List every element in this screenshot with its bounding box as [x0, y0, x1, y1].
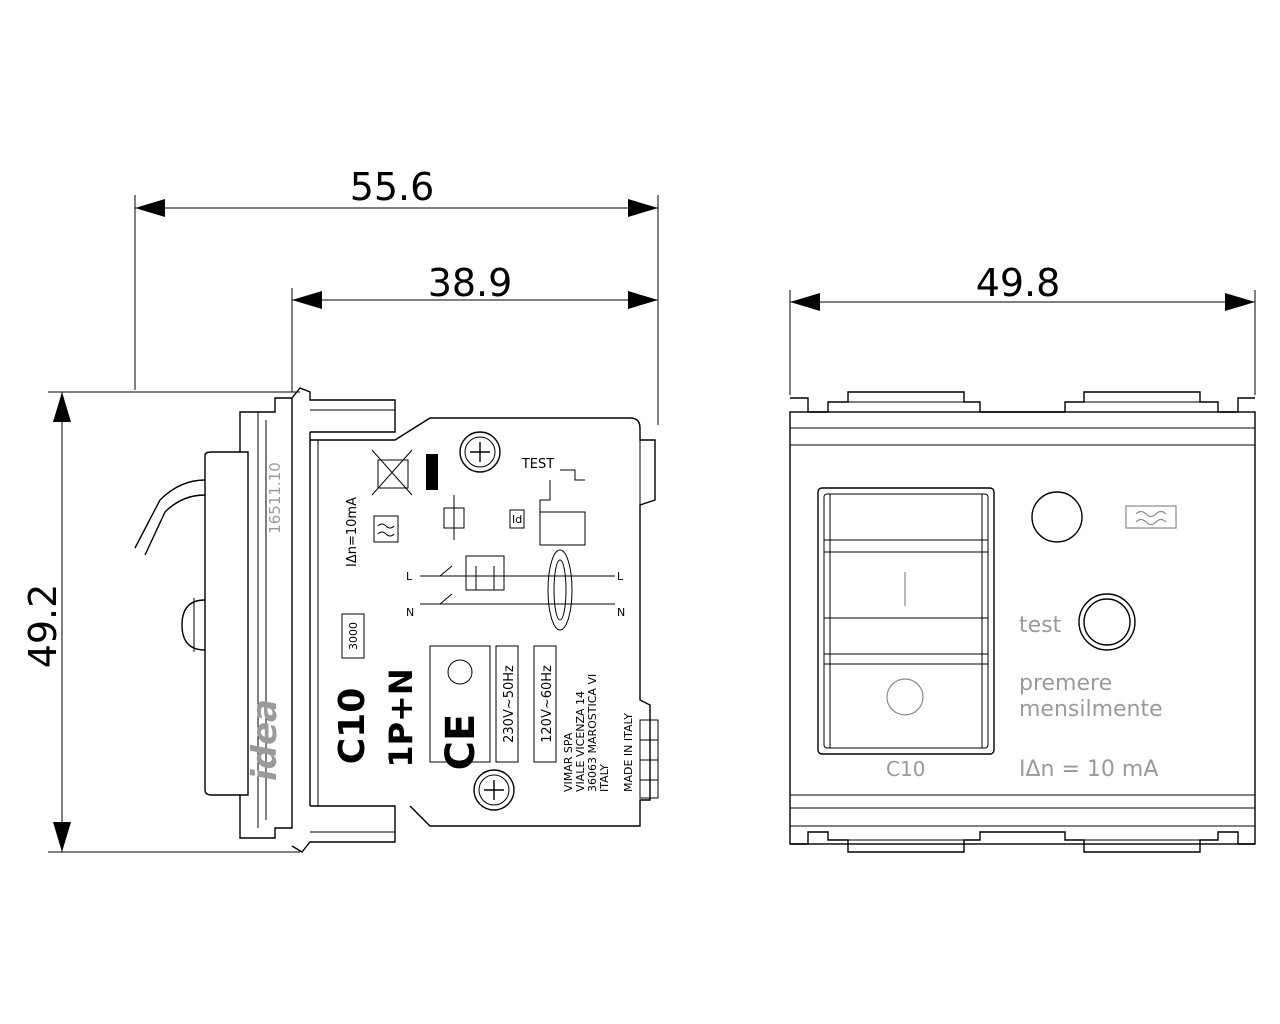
address-line-3: 36063 MAROSTICA VI [586, 674, 599, 792]
id-box-label: Id [512, 513, 522, 526]
wiring-diagram: TEST Id L N L N [406, 457, 625, 631]
side-model-label: C10 [332, 688, 373, 765]
width-label: 49.8 [976, 261, 1061, 305]
voltage-1-label: 230V~50Hz [502, 665, 517, 743]
voltage-2-label: 120V~60Hz [540, 665, 555, 743]
wire-l-left: L [406, 570, 413, 583]
side-view: 16511.10 idea IΔn=10mA TEST Id [134, 387, 659, 853]
wire-n-right: N [617, 606, 625, 619]
address-line-4: ITALY [598, 764, 611, 792]
wire-l-right: L [617, 570, 624, 583]
wire-n-left: N [406, 606, 414, 619]
address-line-5: MADE IN ITALY [622, 713, 635, 792]
product-code: 16511.10 [266, 462, 284, 534]
dimension-width: 49.8 [789, 261, 1256, 395]
wave-symbol-front-icon [1125, 505, 1177, 529]
dimension-overall-depth: 55.6 [134, 165, 659, 425]
height-label: 49.2 [21, 584, 65, 669]
front-view: test premere mensilmente C10 IΔn = 10 mA [789, 391, 1256, 853]
instruction-line-1: premere [1019, 671, 1112, 696]
front-rating-label: IΔn = 10 mA [1019, 757, 1158, 782]
bar-mark-icon [426, 454, 438, 490]
address-line-1: VIMAR SPA [562, 732, 575, 792]
side-rating-label: IΔn=10mA [345, 497, 360, 567]
ce-mark: CE [438, 714, 484, 771]
body-depth-label: 38.9 [428, 261, 513, 305]
instruction-line-2: mensilmente [1019, 697, 1163, 722]
switch-off-mark [886, 678, 924, 716]
approval-mark-icon [447, 659, 473, 685]
brand-logo: idea [245, 699, 285, 781]
test-label: TEST [521, 457, 554, 472]
screw-top-icon [459, 431, 501, 473]
front-test-label: test [1019, 613, 1062, 638]
dimension-body-depth: 38.9 [291, 261, 658, 392]
screw-bottom-icon [473, 769, 515, 811]
wave-symbol-icon [373, 515, 399, 543]
test-button[interactable] [1078, 593, 1136, 651]
count-box-label: 3000 [347, 622, 360, 650]
weee-bin-icon [371, 449, 413, 496]
overall-depth-label: 55.6 [350, 165, 435, 209]
indicator-light [1031, 491, 1083, 543]
dimension-height: 49.2 [21, 391, 300, 853]
address-line-2: VIALE VICENZA 14 [574, 691, 587, 792]
front-model-label: C10 [886, 757, 925, 781]
switch-paddle[interactable] [817, 487, 995, 755]
poles-label: 1P+N [382, 668, 420, 767]
